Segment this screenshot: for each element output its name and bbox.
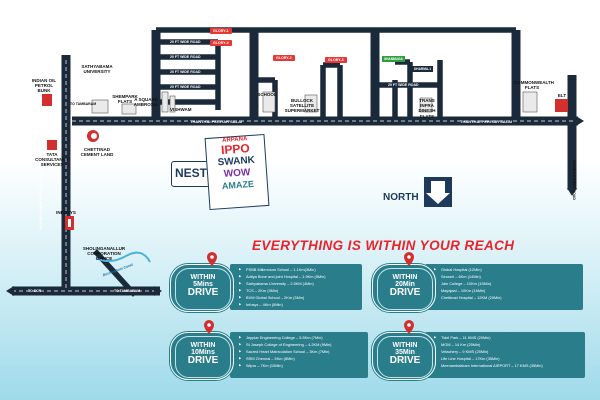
list-item: Jain College – 10Km (15Min) [434, 280, 579, 287]
list-item: Tidel Park – 11 KMS (20Min) [434, 334, 581, 341]
shempark-label: SHEMPARK FLATS [112, 94, 138, 105]
a-square-label: A SQUARE AMBROSIA [133, 97, 159, 108]
list-item: Chettinad Hospital – 12KM (20Min) [434, 294, 579, 301]
list-item: Siruseri – 6Km (14Min) [434, 273, 579, 280]
wide-road-label-3: 20 FT WIDE ROAD [170, 70, 201, 74]
bullock-label: BULLOCK SATELLITE SUPERMARKET [284, 98, 320, 114]
vishwam-label: VISHWAM [170, 107, 192, 112]
commonwealth-label: COMMONWEALTH FLATS [514, 80, 554, 91]
list-item: Life Line Hospital – 17Km (35Min) [434, 355, 581, 362]
school-label: SCHOOL [257, 92, 277, 97]
list-item: Infosys – 4Km (5Min) [239, 301, 358, 308]
list-item: Sacred Heart Matriculation School – 3Km … [239, 348, 364, 355]
list-item: Wipro – 7Km (15Min) [239, 362, 364, 369]
to-tambaram-left-label: TO TAMBARAM [70, 102, 97, 106]
glory-3-tag: GLORY-3 [325, 57, 347, 63]
glory-4-tag: GLORY-4 [210, 40, 232, 46]
north-arrow-icon [424, 177, 452, 207]
badge-5min: WITHIN 5Mins DRIVE [170, 264, 234, 312]
badge-10min: WITHIN 10Mins DRIVE [170, 332, 234, 380]
main-road-label: THANTHAI PERIYAR SALAI [190, 119, 243, 124]
headline: EVERYTHING IS WITHIN YOUR REACH [252, 238, 515, 253]
wide-road-label-1: 20 FT WIDE ROAD [170, 40, 201, 44]
list-item: Sathyabama University – 2.5KM (4Min) [239, 280, 358, 287]
wide-road-label-2: 20 FT WIDE ROAD [170, 55, 201, 59]
sathyabama-label: SATHYABAMA UNIVERSITY [81, 64, 113, 75]
wide-road-label-5: 20 FT WIDE ROAD [388, 83, 419, 87]
list-item: TCS – 2Km (3Min) [239, 287, 358, 294]
list-item: SRM Chennai – 5Km (8Min) [239, 355, 364, 362]
dharma-tag: DHARMA-1 [412, 66, 433, 72]
list-item: Aditya Bone and joint Hospital – 1.9Km (… [239, 273, 358, 280]
list-item: MGM – 14 Km (25Min) [434, 341, 581, 348]
indian-oil-label: INDIAN OIL PETROL BUNK [31, 78, 57, 94]
arpana-logo: ARPANA IPPO SWANK WOW AMAZE [204, 133, 270, 211]
shanmuga-tag: SHANMUGA [382, 56, 405, 62]
panel-5min: PSBB Millennium School – 1.1Km(3Min) Adi… [230, 264, 362, 310]
trans-label: TRANS INFRA DINESH FLATS [418, 98, 436, 119]
list-item: St Joseph College of Engineering – 4.2KM… [239, 341, 364, 348]
to-ecr-label: TO ECR [28, 289, 42, 293]
list-item: Mayajaal – 10Km (16Min) [434, 287, 579, 294]
elt-label: ELT [557, 93, 567, 98]
list-item: BVM Global School – 2Km (3Min) [239, 294, 358, 301]
badge-35min: WITHIN 35Min DRIVE [372, 332, 436, 380]
badge-20min: WITHIN 20Min DRIVE [372, 264, 436, 312]
list-item: Velachery – 9 KMS (25Min) [434, 348, 581, 355]
list-item: PSBB Millennium School – 1.1Km(3Min) [239, 266, 358, 273]
tata-label: TATA CONSULTANCY SERVICES [35, 152, 69, 168]
chettinad-label: CHETTINAD CEMENT LAND [80, 147, 114, 158]
omr-road-label: OLD MAHABALIPURAM SALAI [38, 171, 43, 230]
list-item: Jeppiar Engineering College – 5.5Km (7Mi… [239, 334, 364, 341]
to-tambaram-label: TO TAMBARAM [114, 289, 141, 293]
canal [95, 251, 151, 263]
panel-35min: Tidel Park – 11 KMS (20Min) MGM – 14 Km … [425, 332, 585, 378]
glory-2-tag: GLORY-2 [273, 55, 295, 61]
panel-20min: Global Hospital (12Min) Siruseri – 6Km (… [425, 264, 583, 310]
north-label: NORTH [383, 192, 419, 203]
nest-logo: NEST [171, 161, 211, 187]
main-road-right-label: THANTHAI PERIYAR SALAI [460, 119, 513, 124]
right-road-label: GANDHI STREET ROAD [572, 160, 576, 200]
wide-road-label-4: 20 FT WIDE ROAD [170, 85, 201, 89]
infosys-label: INFOSYS [56, 210, 76, 215]
panel-10min: Jeppiar Engineering College – 5.5Km (7Mi… [230, 332, 368, 378]
list-item: Meenambakkam International AIRPORT – 17 … [434, 362, 581, 369]
glory-1-tag: GLORY-1 [210, 28, 232, 34]
list-item: Global Hospital (12Min) [434, 266, 579, 273]
sholinganallur-label: SHOLINGANALLUR CORPORATION OFFICE [82, 246, 126, 262]
